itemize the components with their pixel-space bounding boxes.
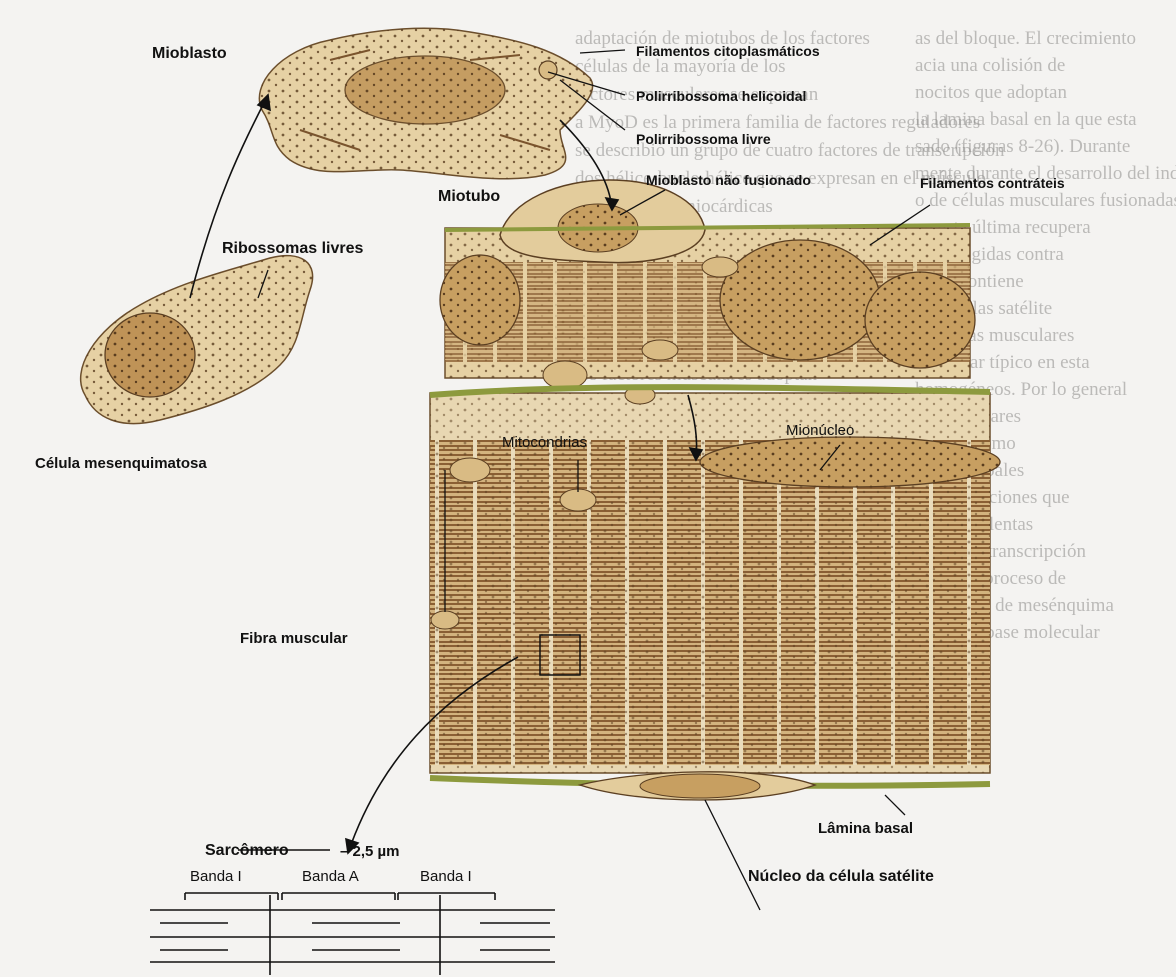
label-myoblast: Mioblasto xyxy=(152,45,227,63)
myoblast-cell xyxy=(259,28,592,178)
satellite-cell xyxy=(580,772,815,800)
label-helical-polyribosome: Polirribossoma helicoidal xyxy=(636,88,806,104)
label-sarcomere: Sarcômero xyxy=(205,842,289,860)
label-band-i-right: Banda I xyxy=(420,868,472,885)
label-free-ribosomes: Ribossomas livres xyxy=(222,240,363,258)
label-unfused-myoblast: Mioblasto não fusionado xyxy=(646,172,811,188)
unfused-myoblast xyxy=(500,180,705,263)
label-cytoplasmic-filaments: Filamentos citoplasmáticos xyxy=(636,43,820,59)
label-myonucleus: Mionúcleo xyxy=(786,422,854,439)
label-sarcomere-length: – 2,5 µm xyxy=(340,843,400,860)
label-muscle-fiber: Fibra muscular xyxy=(240,630,348,647)
label-mitochondria: Mitocondrias xyxy=(502,434,587,451)
label-band-a: Banda A xyxy=(302,868,359,885)
label-free-polyribosome: Polirribossoma livre xyxy=(636,131,771,147)
label-basal-lamina: Lâmina basal xyxy=(818,820,913,837)
label-mesenchymal-cell: Célula mesenquimatosa xyxy=(35,455,207,472)
label-contractile-filaments: Filamentos contráteis xyxy=(920,175,1065,191)
label-myotube: Miotubo xyxy=(438,188,500,206)
label-band-i-left: Banda I xyxy=(190,868,242,885)
label-satellite-cell-nucleus: Núcleo da célula satélite xyxy=(748,866,948,887)
mesenchymal-cell xyxy=(81,256,313,424)
